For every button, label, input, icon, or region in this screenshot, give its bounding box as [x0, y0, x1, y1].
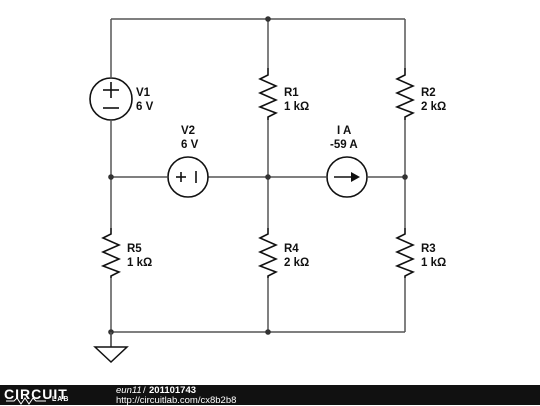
r2-name-label: R2	[421, 87, 436, 99]
ground-symbol	[93, 332, 129, 364]
r3-value-label: 1 kΩ	[421, 257, 446, 269]
resistor-r2	[394, 68, 415, 120]
v1-value-label: 6 V	[136, 101, 154, 113]
voltage-source-v1	[89, 77, 133, 121]
resistor-r1	[257, 68, 278, 120]
r5-value-label: 1 kΩ	[127, 257, 152, 269]
circuit-url-link[interactable]: http://circuitlab.com/cx8b2b8	[116, 395, 237, 406]
v1-name-label: V1	[136, 87, 151, 99]
circuitlab-logo-bottom: LAB	[52, 396, 70, 403]
r1-value-label: 1 kΩ	[284, 101, 309, 113]
r5-name-label: R5	[127, 243, 142, 255]
author-username[interactable]: eun11	[116, 385, 142, 396]
v2-name-label: V2	[181, 125, 195, 137]
logo-resistor-icon	[6, 397, 46, 405]
footer-bar: CIRCUIT LAB eun11 / 201101743 http://cir…	[0, 385, 540, 406]
r1-name-label: R1	[284, 87, 299, 99]
v2-value-label: 6 V	[181, 139, 199, 151]
circuit-id[interactable]: 201101743	[149, 385, 197, 396]
resistor-r3	[394, 228, 415, 278]
resistor-r4	[257, 228, 278, 278]
current-source-i1	[326, 156, 368, 198]
i1-name-label: I A	[337, 125, 351, 137]
circuit-schematic: V1 6 V V2 6 V R1 1 kΩ R2 2 kΩ R5 1 kΩ R4…	[89, 16, 446, 364]
circuitlab-logo-top: CIRCUIT	[4, 386, 68, 402]
r4-name-label: R4	[284, 243, 299, 255]
r2-value-label: 2 kΩ	[421, 101, 446, 113]
r4-value-label: 2 kΩ	[284, 257, 309, 269]
wires	[110, 18, 406, 346]
footer-separator: /	[143, 385, 146, 396]
r3-name-label: R3	[421, 243, 436, 255]
resistor-r5	[100, 228, 121, 278]
voltage-source-v2	[167, 156, 209, 198]
i1-value-label: -59 A	[330, 139, 358, 151]
junction-dots	[108, 16, 408, 335]
